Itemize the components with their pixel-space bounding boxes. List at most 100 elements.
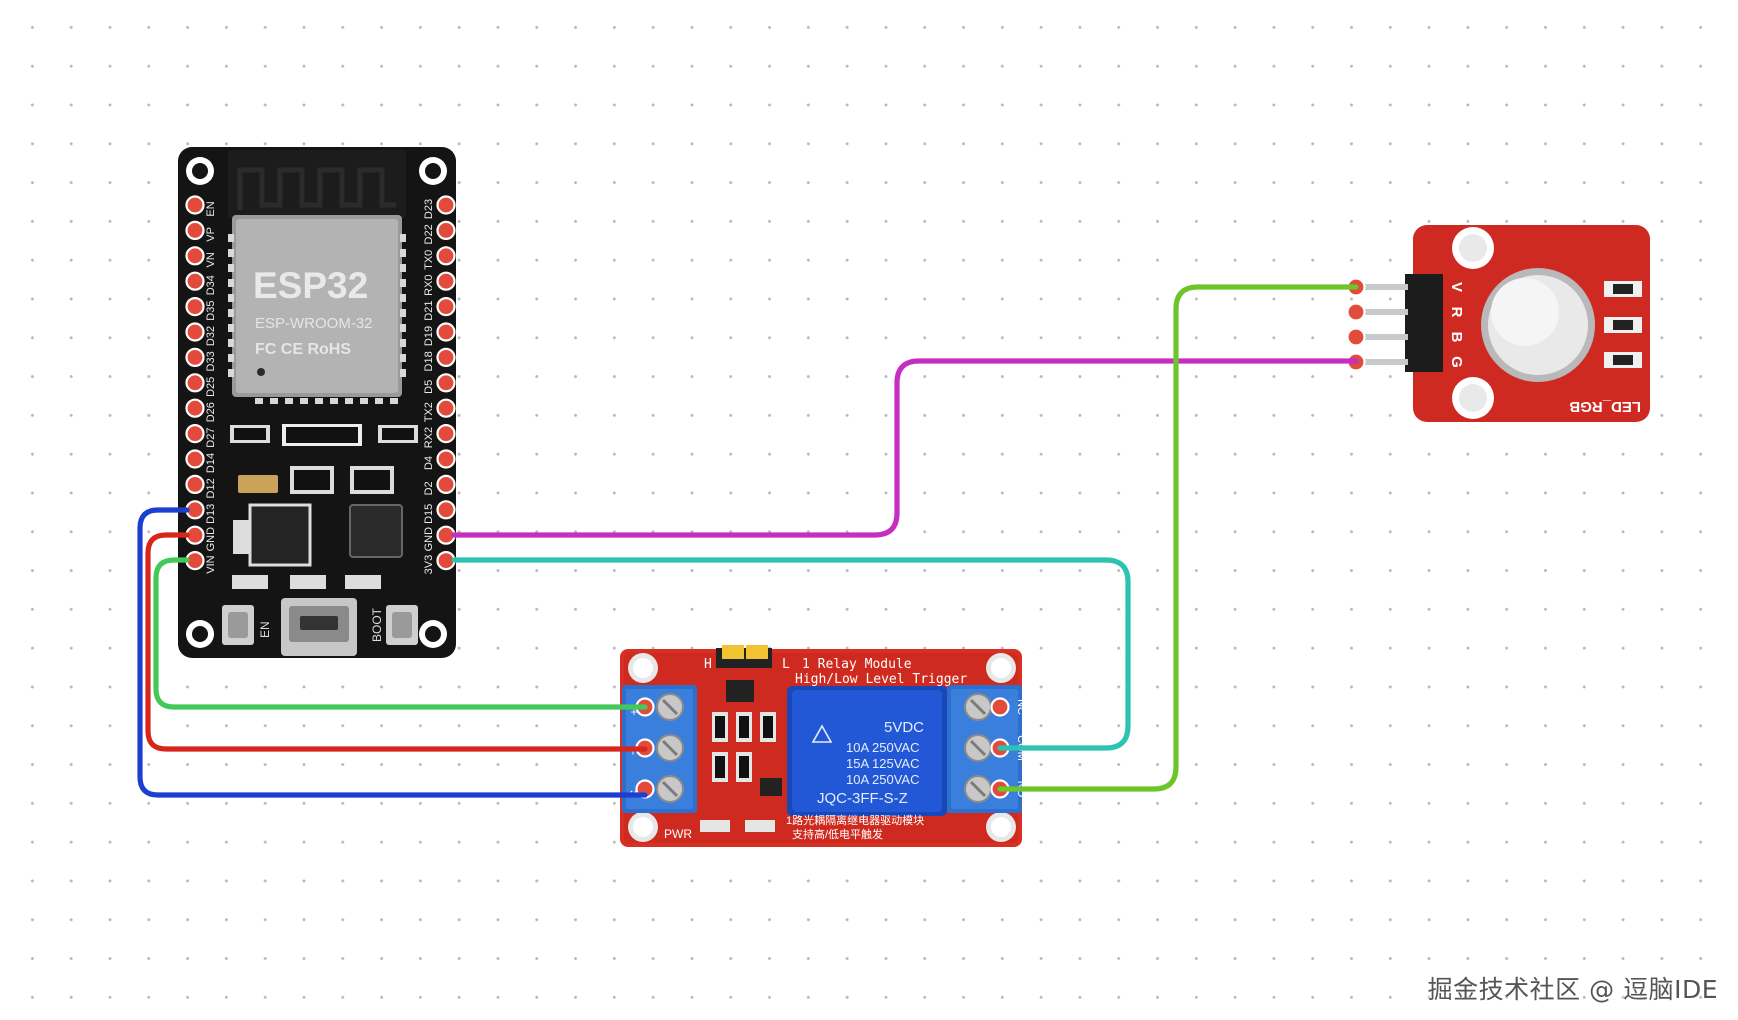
svg-text:5VDC: 5VDC bbox=[884, 719, 924, 736]
esp32-pin-label: D5 bbox=[423, 380, 435, 394]
led-pin-r[interactable] bbox=[1346, 302, 1366, 322]
esp32-pin-right-d21[interactable]: D21 bbox=[423, 297, 456, 321]
esp32-pin-left-vin[interactable]: VIN bbox=[185, 550, 218, 574]
module-castellations bbox=[228, 234, 406, 404]
esp32-pin-label: D18 bbox=[423, 351, 435, 371]
esp32-pin-left-d32[interactable]: D32 bbox=[185, 322, 218, 347]
esp32-pin-left-d34[interactable]: D34 bbox=[185, 271, 218, 296]
wire-gnd-to-led-g[interactable] bbox=[451, 358, 1359, 538]
esp32-pin-right-gnd[interactable]: GND bbox=[423, 525, 456, 552]
esp32-pin-right-d19[interactable]: D19 bbox=[423, 322, 456, 347]
esp32-pin-left-d25[interactable]: D25 bbox=[185, 373, 218, 397]
led-pin-b[interactable] bbox=[1346, 327, 1366, 347]
esp32-pin-left-d27[interactable]: D27 bbox=[185, 424, 218, 448]
esp32-pin-left-d26[interactable]: D26 bbox=[185, 398, 218, 423]
svg-text:10A 250VAC: 10A 250VAC bbox=[846, 740, 919, 755]
en-button-label: EN bbox=[258, 621, 272, 638]
rgb-led-bulb bbox=[1481, 268, 1595, 382]
esp32-pin-label: GND bbox=[205, 527, 217, 552]
esp32-pin-label: D22 bbox=[423, 224, 435, 244]
module-name: ESP-WROOM-32 bbox=[255, 315, 373, 332]
esp32-header-pins[interactable]: ENVPVND34D35D32D33D25D26D27D14D12D13GNDV… bbox=[185, 195, 456, 575]
smd-components bbox=[230, 424, 418, 589]
relay-output-nc[interactable] bbox=[990, 697, 1010, 717]
esp32-pin-left-gnd[interactable]: GND bbox=[185, 525, 218, 552]
esp32-pin-label: 3V3 bbox=[423, 555, 435, 575]
esp32-pin-right-rx2[interactable]: RX2 bbox=[423, 424, 456, 448]
led-pin-label: B bbox=[1448, 332, 1465, 343]
esp32-pin-label: D2 bbox=[423, 481, 435, 495]
led-pin-header bbox=[1405, 274, 1443, 372]
esp32-pin-label: D34 bbox=[205, 275, 217, 295]
esp32-pin-label: EN bbox=[205, 201, 217, 216]
esp32-pin-label: D13 bbox=[205, 504, 217, 524]
esp32-pin-right-d4[interactable]: D4 bbox=[423, 449, 456, 471]
esp32-pin-left-d14[interactable]: D14 bbox=[185, 449, 218, 474]
esp32-board[interactable]: ESP32 ESP-WROOM-32 FC CE RoHS bbox=[178, 147, 456, 658]
wire-relay-no-to-led-v[interactable] bbox=[997, 284, 1359, 792]
led-resistors bbox=[1604, 281, 1642, 368]
esp32-pin-right-d15[interactable]: D15 bbox=[423, 500, 456, 524]
wire-vin-to-relay-plus[interactable] bbox=[153, 557, 648, 710]
relay-title-line2: High/Low Level Trigger bbox=[795, 672, 967, 687]
esp32-pin-right-d23[interactable]: D23 bbox=[423, 195, 456, 220]
wire-gnd-to-relay-minus[interactable] bbox=[137, 507, 648, 798]
wire-3v3-to-relay-com[interactable] bbox=[451, 557, 1131, 751]
wire-d13-to-relay-s[interactable] bbox=[145, 532, 648, 752]
esp32-pin-right-tx0[interactable]: TX0 bbox=[423, 246, 456, 270]
relay-title-line1: 1 Relay Module bbox=[802, 657, 912, 672]
esp32-pin-left-d12[interactable]: D12 bbox=[185, 474, 218, 499]
esp32-pin-label: D26 bbox=[205, 402, 217, 422]
esp32-pin-right-d22[interactable]: D22 bbox=[423, 220, 456, 245]
esp32-pin-right-tx2[interactable]: TX2 bbox=[423, 398, 456, 423]
relay-input-label: - bbox=[627, 751, 641, 755]
boot-button[interactable] bbox=[386, 605, 418, 645]
pwr-label: PWR bbox=[664, 827, 692, 841]
led-pin-label: V bbox=[1448, 282, 1465, 292]
esp32-pin-label: VP bbox=[205, 227, 217, 242]
esp32-pin-right-d5[interactable]: D5 bbox=[423, 373, 456, 394]
esp32-pin-label: D4 bbox=[423, 456, 435, 470]
jumper-l-label: L bbox=[782, 657, 790, 672]
relay-module[interactable]: H L 1 Relay Module High/Low Level Trigge… bbox=[620, 645, 1027, 847]
watermark: 掘金技术社区 @ 逗脑IDE bbox=[1427, 975, 1718, 1004]
antenna-area bbox=[228, 150, 406, 218]
cert-marks: FC CE RoHS bbox=[255, 341, 351, 358]
esp32-pin-label: D15 bbox=[423, 504, 435, 524]
relay-cn-line1: 1路光耦隔离继电器驱动模块 bbox=[786, 813, 924, 827]
esp32-pin-label: VN bbox=[205, 252, 217, 267]
esp32-pin-right-rx0[interactable]: RX0 bbox=[423, 271, 456, 296]
esp32-pin-left-d35[interactable]: D35 bbox=[185, 297, 218, 321]
esp32-pin-right-d2[interactable]: D2 bbox=[423, 474, 456, 496]
level-jumper[interactable] bbox=[716, 645, 772, 668]
led-pins[interactable] bbox=[1346, 277, 1366, 372]
esp32-pin-label: D27 bbox=[205, 428, 217, 448]
led-pin-label: R bbox=[1448, 307, 1465, 318]
led-pin-leg bbox=[1360, 284, 1408, 290]
esp32-pin-label: RX0 bbox=[423, 274, 435, 295]
relay-cn-line2: 支持高/低电平触发 bbox=[792, 827, 883, 841]
micro-usb-port[interactable] bbox=[281, 598, 357, 656]
jumper-h-label: H bbox=[704, 657, 712, 672]
relay-output-label: NC bbox=[1015, 699, 1027, 715]
led-pin-label: G bbox=[1448, 356, 1465, 368]
boot-button-label: BOOT bbox=[370, 607, 384, 642]
esp32-pin-label: D19 bbox=[423, 326, 435, 346]
wires bbox=[137, 284, 1359, 798]
esp32-pin-label: TX0 bbox=[423, 250, 435, 270]
esp32-pin-left-en[interactable]: EN bbox=[185, 195, 218, 217]
rgb-led-module[interactable]: V R B G LED_RGB bbox=[1346, 225, 1651, 422]
esp32-pin-left-vp[interactable]: VP bbox=[185, 220, 218, 242]
esp32-pin-right-d18[interactable]: D18 bbox=[423, 347, 456, 372]
esp32-pin-label: TX2 bbox=[423, 402, 435, 422]
esp32-pin-label: D14 bbox=[205, 453, 217, 473]
esp32-pin-left-vn[interactable]: VN bbox=[185, 246, 218, 267]
led-module-label: LED_RGB bbox=[1569, 398, 1641, 415]
esp32-pin-label: D23 bbox=[423, 199, 435, 219]
esp32-pin-left-d33[interactable]: D33 bbox=[185, 347, 218, 372]
esp32-pin-label: RX2 bbox=[423, 427, 435, 448]
chip-name: ESP32 bbox=[253, 265, 368, 306]
led-pin-leg bbox=[1360, 334, 1408, 340]
en-button[interactable] bbox=[222, 605, 254, 645]
